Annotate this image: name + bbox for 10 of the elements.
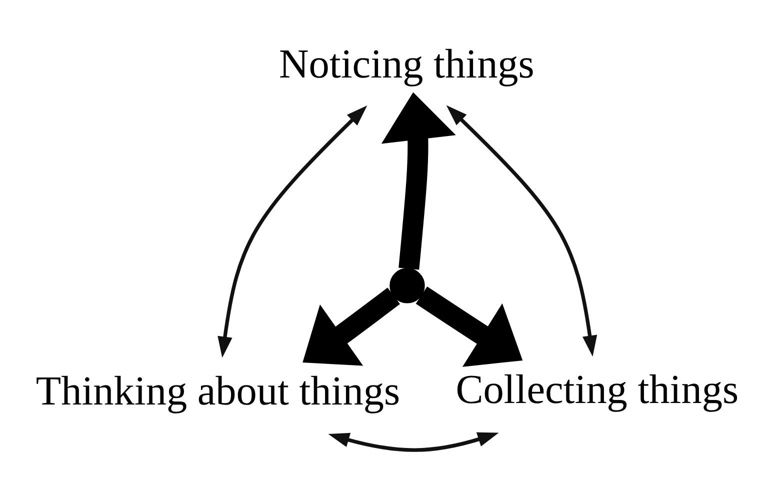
node-text: Collecting things <box>456 366 739 412</box>
node-text: Thinking about things <box>36 367 400 414</box>
node-point <box>390 268 425 304</box>
arrow <box>328 432 499 452</box>
arrow <box>218 105 368 358</box>
arrow <box>302 288 400 366</box>
arrow <box>416 286 523 367</box>
arrow <box>381 92 456 270</box>
arrow <box>446 105 598 357</box>
node-text: Noticing things <box>279 40 534 86</box>
